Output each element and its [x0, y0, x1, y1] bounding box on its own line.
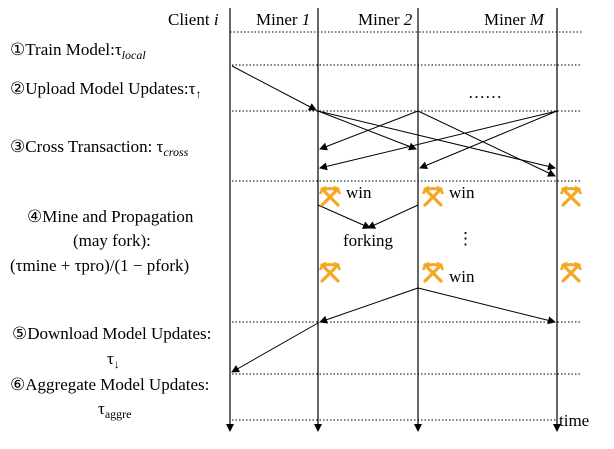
step-2-label: ②Upload Model Updates:τ↑	[10, 79, 201, 101]
cross-arrow	[419, 110, 558, 170]
cross-arrow	[417, 110, 556, 177]
time-label: time	[559, 411, 589, 430]
propagation-arrows	[231, 287, 556, 373]
step-6-label: ⑥Aggregate Model Updates:	[10, 375, 209, 394]
win-label: win	[346, 183, 372, 202]
step-4-label: ④Mine and Propagation	[27, 207, 194, 226]
crossed-pickaxes-icon	[317, 260, 343, 285]
step-3-label: ③Cross Transaction: τcross	[10, 137, 189, 159]
win-label: win	[449, 183, 475, 202]
cross-arrow	[319, 110, 558, 171]
phase-separators	[230, 31, 582, 421]
minerM-header: Miner M	[484, 10, 545, 29]
fork-arrows	[317, 204, 419, 229]
cross-arrow	[319, 110, 419, 151]
ellipsis-horizontal: ……	[468, 83, 502, 102]
header: Client i Miner 1 Miner 2 Miner M	[168, 10, 545, 29]
step-labels: ①Train Model:τlocal ②Upload Model Update…	[10, 40, 211, 421]
cross-transaction-arrows	[317, 110, 558, 177]
miner1-header: Miner 1	[256, 10, 310, 29]
crossed-pickaxes-icon	[558, 260, 584, 285]
crossed-pickaxes-icon	[317, 184, 343, 209]
download-arrow	[231, 322, 319, 373]
cross-arrow	[317, 110, 417, 151]
annotations: …… win win win forking ⋮ time	[343, 83, 589, 430]
fork-arrow	[317, 204, 371, 229]
step-4-subtitle: (may fork):	[73, 231, 151, 250]
step-4-formula: (τmine + τpro)/(1 − pfork)	[10, 256, 189, 275]
propagate-arrow	[319, 287, 419, 324]
crossed-pickaxes-icon	[558, 184, 584, 209]
forking-label: forking	[343, 231, 394, 250]
step-6-tau: τaggre	[98, 399, 132, 421]
step-1-label: ①Train Model:τlocal	[10, 40, 146, 62]
win-label: win	[449, 267, 475, 286]
fork-arrow	[367, 204, 419, 229]
step-5-label: ⑤Download Model Updates:	[12, 324, 211, 343]
crossed-pickaxes-icon	[420, 184, 446, 209]
ellipsis-vertical: ⋮	[457, 229, 474, 248]
lifelines	[226, 8, 561, 432]
propagate-arrow	[417, 287, 556, 325]
miner2-header: Miner 2	[358, 10, 413, 29]
step-5-tau: τ↓	[107, 349, 120, 371]
client-header: Client i	[168, 10, 219, 29]
crossed-pickaxes-icon	[420, 260, 446, 285]
upload-arrow	[231, 65, 317, 111]
